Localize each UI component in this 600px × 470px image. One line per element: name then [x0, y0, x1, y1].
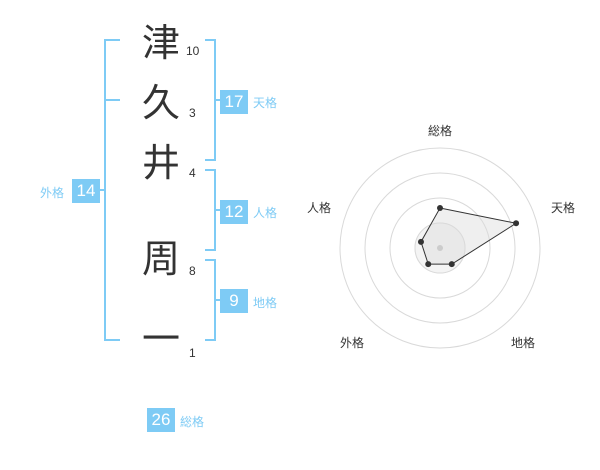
radar-ring — [364, 172, 516, 324]
radar-ring — [389, 197, 491, 299]
name-char-3: 井 — [141, 141, 180, 185]
soukaku-value-badge: 26 — [147, 408, 175, 432]
stroke-count-3: 4 — [189, 166, 196, 180]
stroke-count-1: 10 — [186, 44, 200, 58]
jinkaku-value-badge: 12 — [220, 200, 248, 224]
radar-axis-label-soukaku: 総格 — [428, 124, 453, 138]
stroke-count-5: 1 — [189, 346, 196, 360]
radar-axis-label-jinkaku: 人格 — [307, 201, 332, 215]
radar-point-3 — [448, 261, 455, 268]
radar-ring — [339, 147, 541, 349]
radar-axis-label-tenkaku: 天格 — [551, 201, 576, 215]
name-char-5: 一 — [141, 317, 180, 361]
jinkaku-label: 人格 — [253, 206, 278, 220]
gaikaku-label: 外格 — [40, 186, 65, 200]
tenkaku-label: 天格 — [253, 96, 278, 110]
stroke-count-2: 3 — [189, 106, 196, 120]
tenkaku-value-badge: 17 — [220, 90, 248, 114]
chikaku-label: 地格 — [253, 296, 278, 310]
gaikaku-value-badge: 14 — [72, 179, 100, 203]
chikaku-value-badge: 9 — [220, 289, 248, 313]
radar-point-1 — [437, 205, 443, 211]
radar-axis-label-gaikaku: 外格 — [340, 336, 365, 350]
name-char-4: 周 — [141, 237, 180, 281]
name-char-1: 津 — [141, 21, 180, 65]
radar-center-dot — [437, 245, 443, 251]
name-char-2: 久 — [141, 81, 180, 125]
radar-axis-label-chikaku: 地格 — [511, 336, 536, 350]
radar-series-polygon — [420, 207, 518, 265]
radar-point-5 — [417, 238, 424, 245]
stroke-count-4: 8 — [189, 264, 196, 278]
radar-point-2 — [513, 220, 520, 227]
soukaku-label: 総格 — [180, 415, 205, 429]
radar-point-4 — [425, 261, 432, 268]
